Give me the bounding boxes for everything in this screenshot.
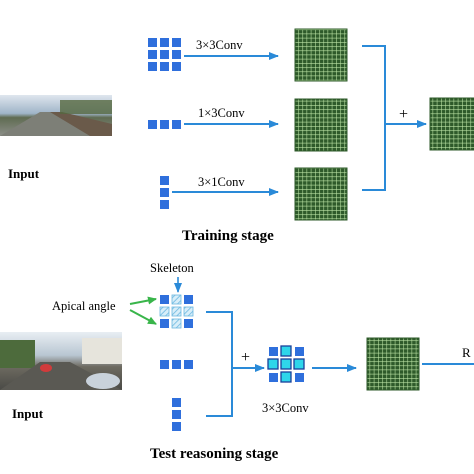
apical-arrow-top — [129, 296, 157, 305]
training-output-feature-map — [429, 97, 474, 151]
training-input-label: Input — [8, 166, 40, 181]
test-kernel-3x1 — [172, 398, 181, 431]
apical-arrow-bottom — [129, 309, 157, 325]
training-input-image — [0, 95, 112, 136]
test-sum-symbol: + — [241, 349, 250, 366]
feature-map-3x3 — [294, 28, 348, 82]
fused-corner-cells — [269, 347, 304, 382]
feature-map-1x3 — [294, 98, 348, 152]
test-output-label: R — [462, 345, 471, 360]
test-input-image — [0, 332, 122, 390]
test-kernel-1x3 — [160, 360, 193, 369]
training-sum-symbol: + — [399, 106, 408, 123]
test-stage-label: Test reasoning stage — [150, 446, 279, 462]
kernel-1x3 — [148, 120, 181, 129]
apical-angle-label: Apical angle — [52, 299, 116, 313]
test-input-label: Input — [12, 406, 44, 421]
test-output-feature-map — [366, 337, 420, 391]
kernel-3x3 — [148, 38, 181, 71]
conv-label-3x3: 3×3Conv — [196, 38, 243, 52]
test-kernel-3x3 — [159, 294, 194, 329]
kernel-3x1 — [160, 176, 169, 209]
test-merge-bracket — [206, 311, 233, 417]
skeleton-label: Skeleton — [150, 261, 194, 275]
training-merge-bracket — [362, 45, 386, 191]
test-conv-label: 3×3Conv — [262, 401, 309, 415]
conv-label-3x1: 3×1Conv — [198, 175, 245, 189]
conv-label-1x3: 1×3Conv — [198, 106, 245, 120]
fused-cross-kernel — [267, 345, 305, 383]
training-stage-label: Training stage — [182, 228, 274, 244]
feature-map-3x1 — [294, 167, 348, 221]
